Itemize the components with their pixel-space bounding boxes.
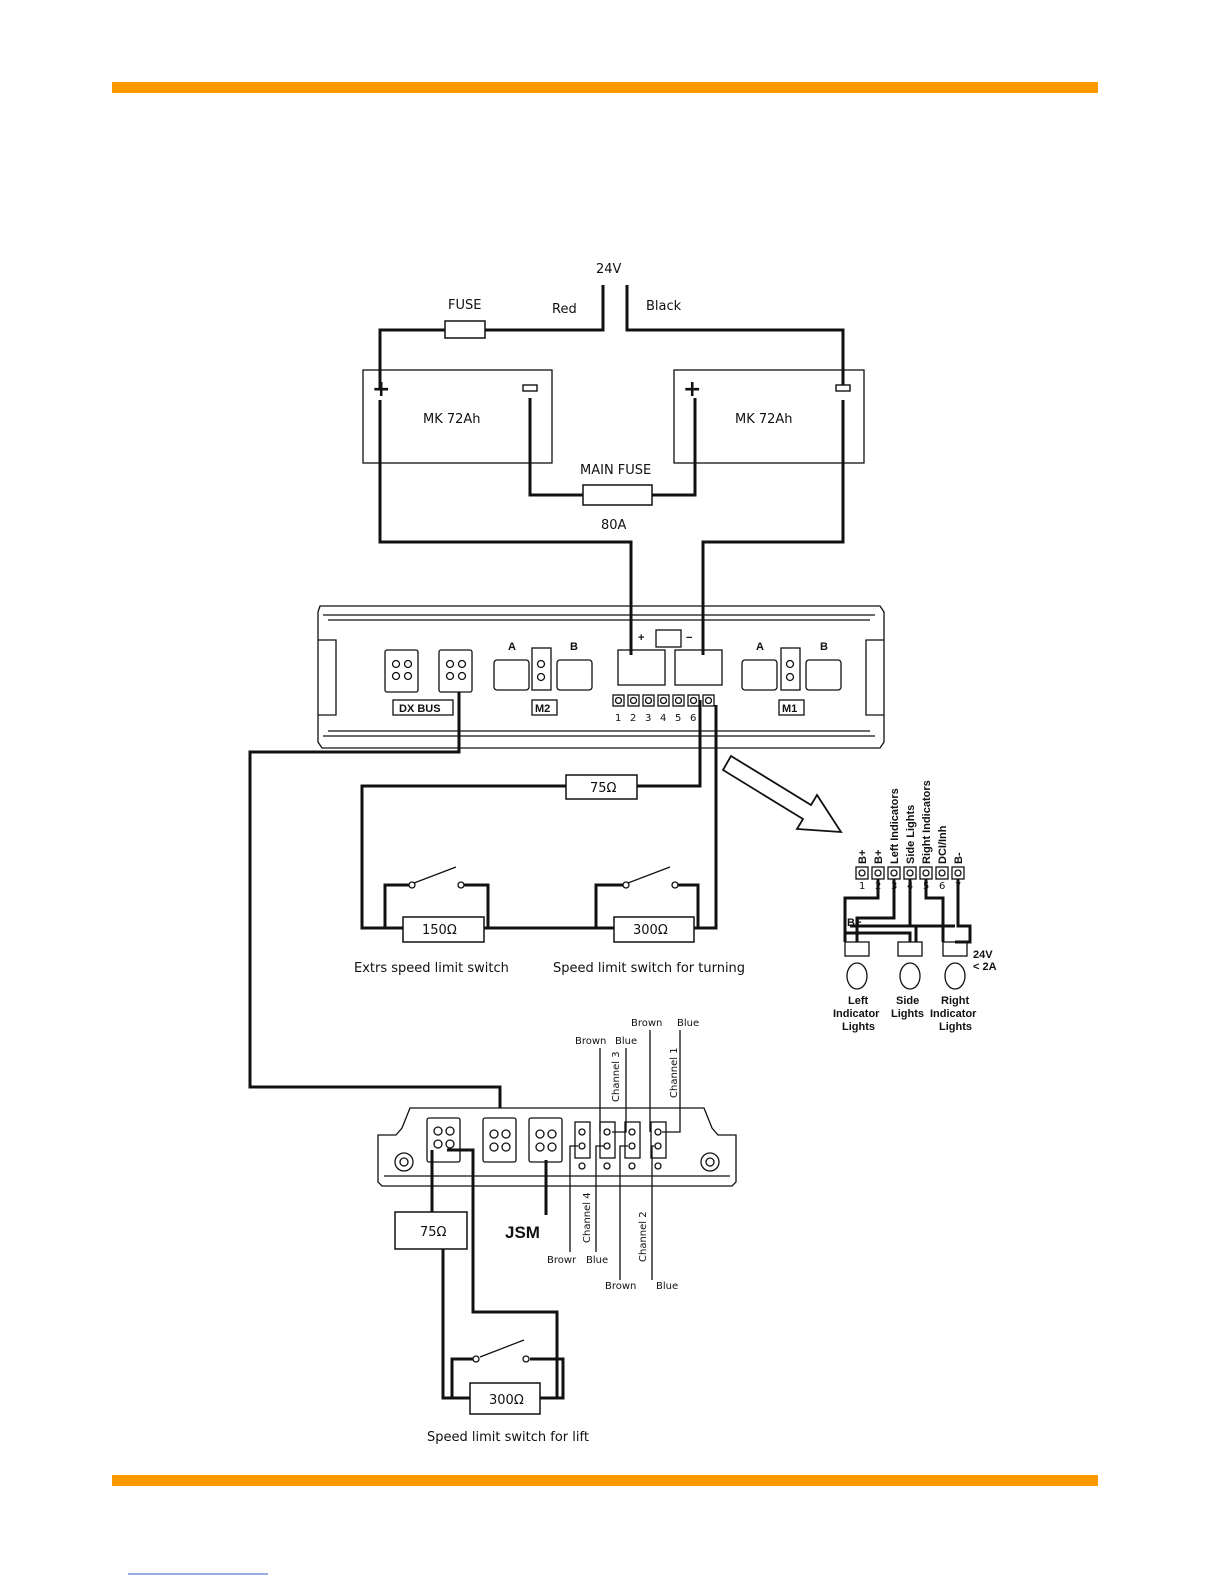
jsm-channel-3: Channel 3 [611,1051,622,1102]
footer-bar [112,1475,1098,1486]
m2-b-label: B [570,641,578,653]
lift-speed-limit-circuit: 75Ω 300Ω Speed limit switch for lift [394,1148,589,1445]
extra-switch-label: Extrs speed limit switch [354,961,509,976]
battery-right: + MK 72Ah [673,369,865,464]
lift-resistor-75-ohm [394,1211,468,1250]
pin-5-label: 5 [675,713,681,724]
header-bar [112,82,1098,93]
right-lights-line-2: Indicator [930,1008,977,1020]
controller-pin-strip: 1 2 3 4 5 6 [612,694,715,724]
resistor-75-label: 75Ω [590,781,617,796]
left-lights-line-3: Lights [842,1021,875,1033]
lift-resistor-300-label: 300Ω [489,1393,524,1408]
red-supply-wire [378,285,605,388]
speed-limit-circuit: 75Ω 150Ω 300Ω Extrs speed limit switch S… [354,700,745,976]
resistor-75-ohm [565,774,638,800]
m1-b-label: B [820,641,828,653]
main-fuse-label: MAIN FUSE [580,463,651,478]
pin-2-label: 2 [630,713,636,724]
turning-switch-label: Speed limit switch for turning [553,961,745,976]
black-supply-wire [625,285,845,388]
jsm-top-blue-1: Blue [615,1036,637,1047]
jsm-top-blue-2: Blue [677,1018,699,1029]
resistor-300-ohm [613,916,695,943]
lift-resistor-75-label: 75Ω [420,1225,447,1240]
red-wire-label: Red [552,302,577,317]
resistor-150-label: 150Ω [422,923,457,938]
main-fuse-rating: 80A [601,518,627,533]
jsm-bottom-blue-1: Blue [586,1255,608,1266]
battery-left: + MK 72Ah [362,369,553,464]
pinout-right-indicators: Right Indicators [921,780,933,864]
right-indicator-bulb-icon [944,962,966,990]
lights-rating-1: 24V [973,949,993,961]
left-indicator-bulb-icon [846,962,868,990]
m1-label: M1 [782,703,797,715]
dx-bus-cable [248,692,502,1108]
controller-minus-label: − [686,632,692,644]
right-lights-line-3: Lights [939,1021,972,1033]
battery-left-label: MK 72Ah [423,412,481,427]
lights-rating-2: < 2A [973,961,997,973]
positive-feed-wire [378,400,633,655]
controller-plus-label: + [638,632,644,644]
side-light-bulb-icon [899,962,921,990]
jsm-bottom-brown-2: Brown [605,1281,636,1292]
side-lights-line-2: Lights [891,1008,924,1020]
m2-label: M2 [535,703,550,715]
side-lights-line-1: Side [896,995,919,1007]
battery-right-plus-icon: + [683,377,701,402]
jsm-top-brown-1: Brown [575,1036,606,1047]
pin-4-label: 4 [660,713,666,724]
dx-bus-label: DX BUS [399,703,441,715]
lights-pinout: B+ B+ Left Indicators Side Lights Right … [833,780,997,1033]
jsm-top-brown-2: Brown [631,1018,662,1029]
fuse-symbol [444,320,486,339]
battery-left-plus-icon: + [372,377,390,402]
pin-3-label: 3 [645,713,651,724]
left-lights-line-2: Indicator [833,1008,880,1020]
m1-a-label: A [756,641,764,653]
jsm-channel-1: Channel 1 [669,1047,680,1098]
pin-1-label: 1 [615,713,621,724]
pinout-bminus: B- [953,852,965,864]
lift-resistor-300-ohm [469,1382,541,1415]
jsm-bottom-blue-2: Blue [656,1281,678,1292]
jsm-label: JSM [505,1223,540,1242]
pinout-num-1: 1 [859,881,865,892]
pinout-dci-inh: DCI/Inh [937,825,949,864]
pinout-bplus-bus: B+ [847,917,861,929]
pinout-left-indicators: Left Indicators [889,788,901,864]
jsm-bottom-brown-1: Browr [547,1255,577,1266]
right-lights-line-1: Right [941,995,969,1007]
supply-voltage-label: 24V [596,262,622,277]
left-lights-line-1: Left [848,995,869,1007]
battery-left-minus-icon [522,384,538,392]
battery-right-minus-icon [835,384,851,392]
lift-switch-label: Speed limit switch for lift [427,1430,589,1445]
battery-right-label: MK 72Ah [735,412,793,427]
resistor-300-label: 300Ω [633,923,668,938]
pinout-bplus-2: B+ [873,850,885,864]
detail-arrow-icon [721,754,843,834]
negative-feed-wire [701,400,845,655]
resistor-150-ohm [402,916,485,943]
jsm-channel-2: Channel 2 [638,1211,649,1262]
pinout-bplus-1: B+ [857,850,869,864]
jsm-channel-4: Channel 4 [582,1192,593,1243]
m2-a-label: A [508,641,516,653]
main-fuse-symbol [582,484,653,506]
power-supply: 24V FUSE Red Black [378,262,845,388]
main-fuse-circuit: MAIN FUSE 80A [378,398,845,655]
jsm-module: Brown Blue Brown Blue Channel 3 Channel … [377,1018,737,1292]
fuse-label: FUSE [448,298,481,313]
black-wire-label: Black [646,299,682,314]
pinout-side-lights: Side Lights [905,805,917,864]
pin-6-label: 6 [690,713,696,724]
pinout-num-6: 6 [939,881,945,892]
power-module: DX BUS A B M2 + − 1 2 3 4 5 6 [317,605,885,749]
